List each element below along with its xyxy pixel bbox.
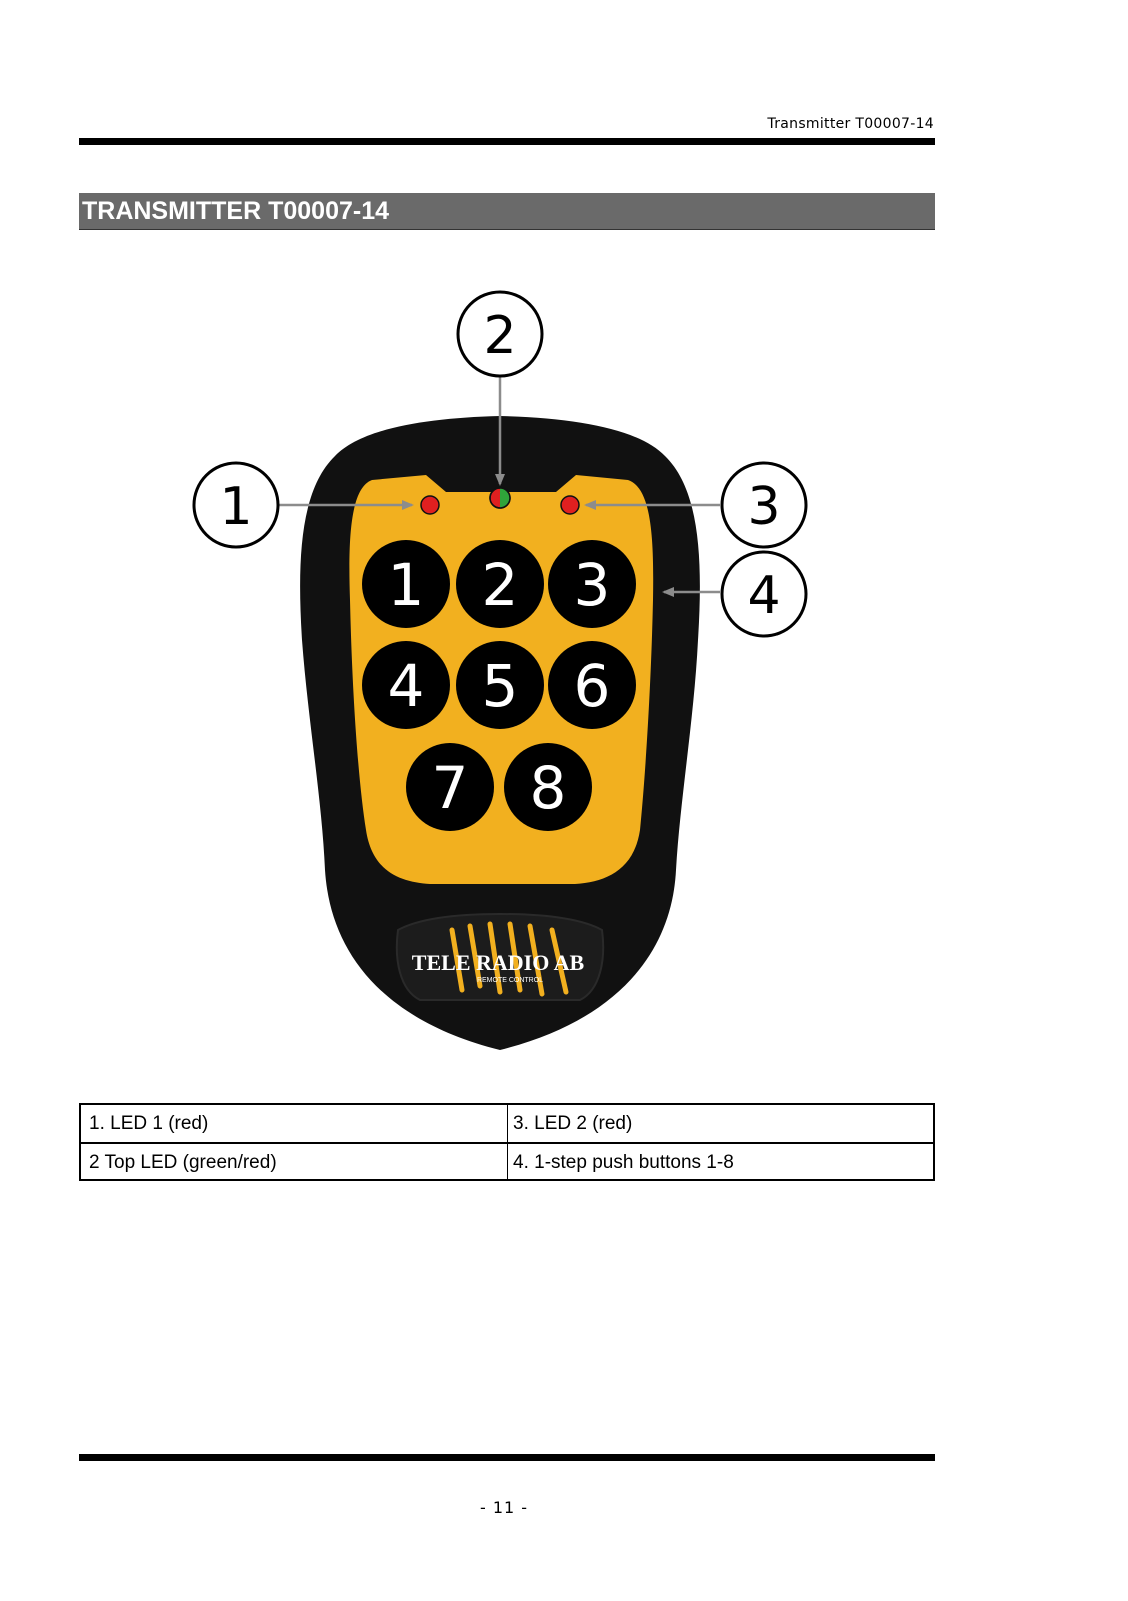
keypad-button-4: 4 bbox=[362, 641, 450, 729]
callout-1: 1 bbox=[192, 461, 280, 549]
page-number: - 11 - bbox=[479, 1498, 529, 1517]
top-led-green-red bbox=[489, 487, 511, 509]
svg-text:4: 4 bbox=[747, 566, 780, 626]
section-title: TRANSMITTER T00007-14 bbox=[82, 197, 390, 225]
svg-text:1: 1 bbox=[219, 477, 252, 537]
keypad: 1 2 3 4 5 6 7 8 bbox=[362, 540, 636, 831]
callout-3: 3 bbox=[720, 461, 808, 549]
svg-text:TELE RADIO AB: TELE RADIO AB bbox=[412, 950, 585, 975]
keypad-button-1: 1 bbox=[362, 540, 450, 628]
svg-text:3: 3 bbox=[747, 477, 780, 537]
svg-text:2: 2 bbox=[483, 306, 516, 366]
svg-text:1: 1 bbox=[388, 551, 425, 619]
transmitter-figure: 1 2 3 4 5 6 7 8 bbox=[192, 290, 808, 1050]
legend-table: 1. LED 1 (red) 3. LED 2 (red) 2 Top LED … bbox=[79, 1103, 935, 1181]
keypad-button-8: 8 bbox=[504, 743, 592, 831]
footer-rule bbox=[79, 1454, 935, 1461]
legend-cell: 4. 1-step push buttons 1-8 bbox=[513, 1152, 734, 1173]
svg-text:REMOTE CONTROL: REMOTE CONTROL bbox=[477, 977, 543, 984]
keypad-button-2: 2 bbox=[456, 540, 544, 628]
tele-radio-logo: TELE RADIO AB REMOTE CONTROL bbox=[395, 912, 605, 1001]
svg-text:6: 6 bbox=[574, 652, 611, 720]
led-2-red bbox=[560, 495, 580, 515]
legend-row-divider bbox=[81, 1142, 933, 1144]
section-heading-bar: TRANSMITTER T00007-14 bbox=[79, 193, 935, 230]
svg-text:3: 3 bbox=[574, 551, 611, 619]
keypad-button-5: 5 bbox=[456, 641, 544, 729]
svg-text:2: 2 bbox=[482, 551, 519, 619]
svg-text:7: 7 bbox=[432, 754, 469, 822]
legend-cell: 3. LED 2 (red) bbox=[513, 1113, 633, 1134]
callout-2: 2 bbox=[456, 290, 544, 378]
legend-cell: 1. LED 1 (red) bbox=[89, 1113, 209, 1134]
svg-text:8: 8 bbox=[530, 754, 567, 822]
callout-arrows bbox=[279, 376, 720, 597]
led-1-red bbox=[420, 495, 440, 515]
callout-4: 4 bbox=[720, 550, 808, 638]
keypad-button-3: 3 bbox=[548, 540, 636, 628]
keypad-button-6: 6 bbox=[548, 641, 636, 729]
legend-cell: 2 Top LED (green/red) bbox=[89, 1152, 277, 1173]
header-rule bbox=[79, 138, 935, 145]
svg-text:5: 5 bbox=[482, 652, 519, 720]
keypad-button-7: 7 bbox=[406, 743, 494, 831]
svg-text:4: 4 bbox=[388, 652, 425, 720]
running-header: Transmitter T00007-14 bbox=[767, 116, 934, 132]
